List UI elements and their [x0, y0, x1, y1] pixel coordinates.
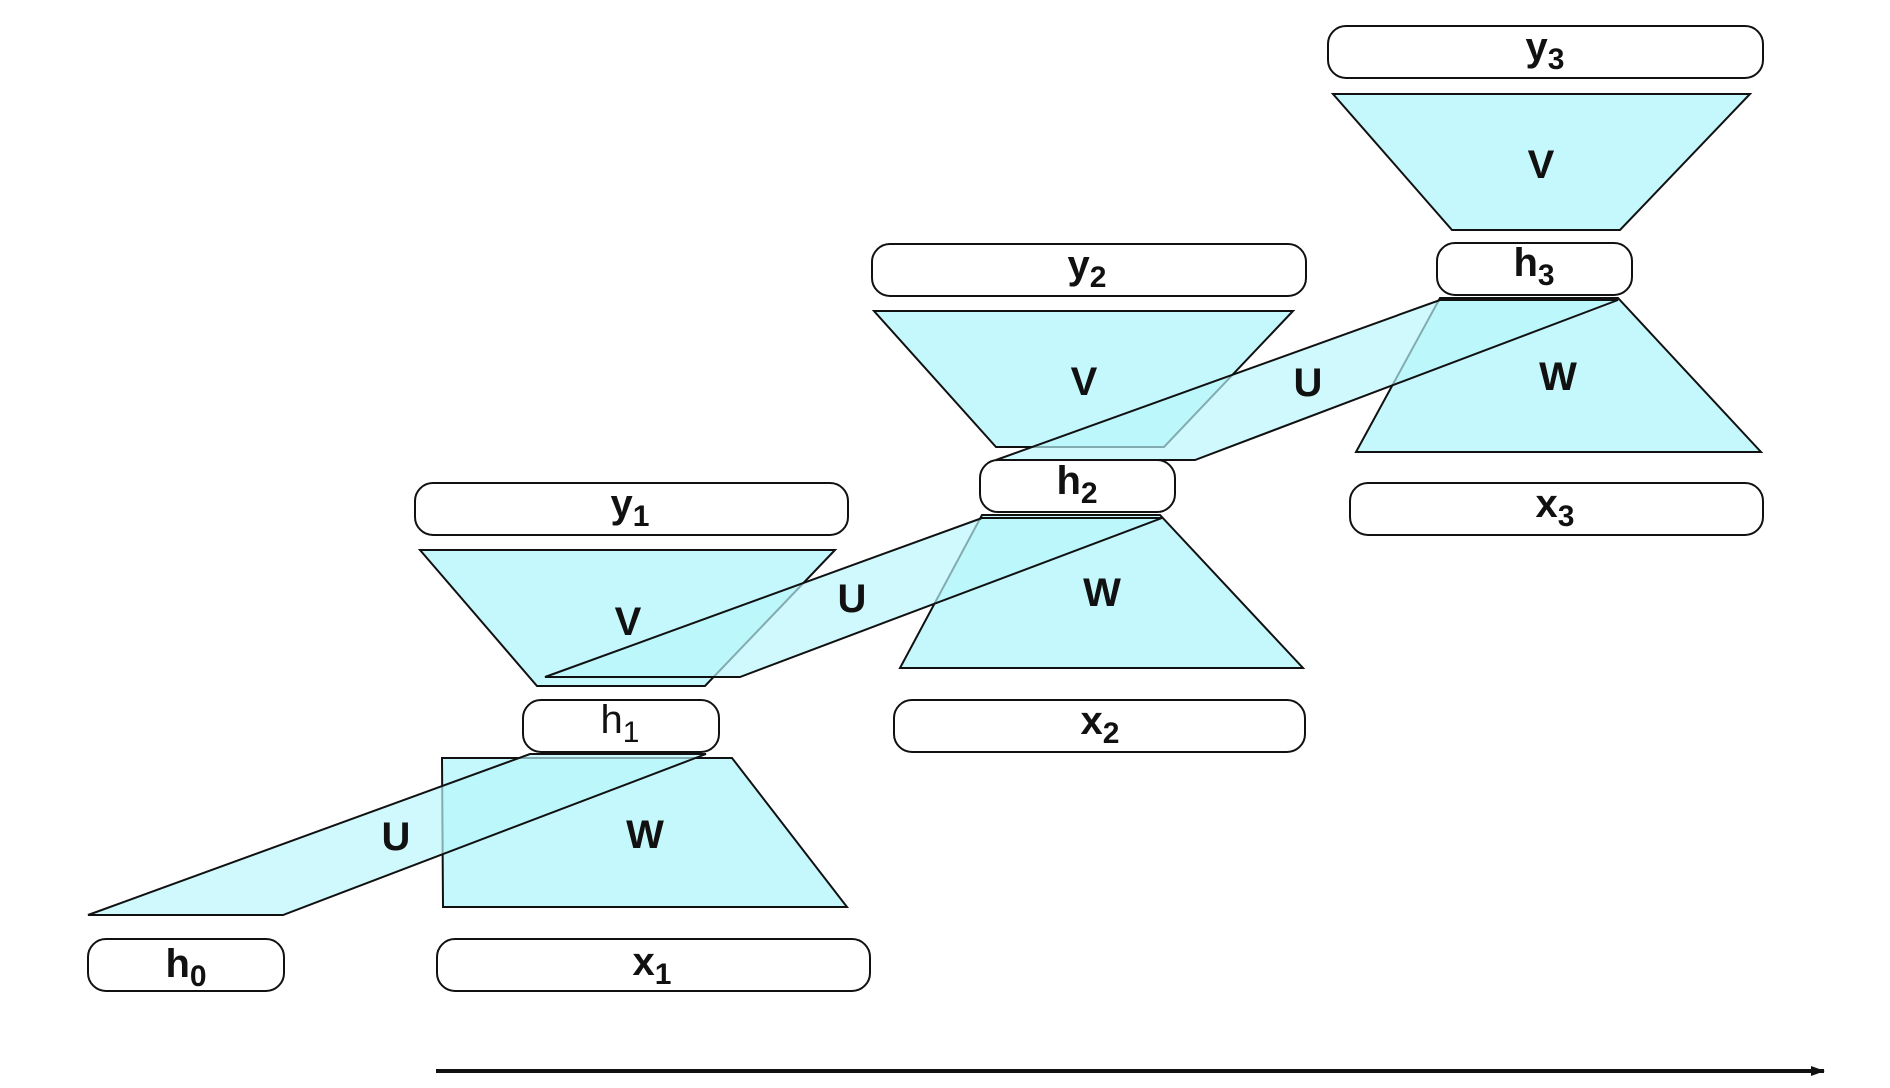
- node-h3: h3: [1436, 241, 1633, 296]
- svg-text:h1: h1: [601, 698, 640, 749]
- u-label-3: U: [1294, 361, 1323, 405]
- svg-text:h0: h0: [165, 942, 206, 993]
- svg-text:y1: y1: [611, 482, 650, 533]
- v-label-3: V: [1528, 143, 1555, 187]
- v-label-2: V: [1071, 360, 1098, 404]
- w-label-1: W: [626, 813, 664, 857]
- svg-text:x1: x1: [633, 940, 672, 991]
- svg-text:h3: h3: [1513, 241, 1554, 292]
- u-parallelogram-2: [544, 517, 1163, 678]
- v-label-1: V: [615, 600, 642, 644]
- w-label-2: W: [1083, 571, 1121, 615]
- svg-text:y2: y2: [1068, 243, 1107, 294]
- svg-text:y3: y3: [1526, 25, 1565, 76]
- node-x3: x3: [1349, 482, 1764, 536]
- u-label-2: U: [838, 577, 867, 621]
- node-y1: y1: [414, 482, 849, 536]
- u-parallelogram-1: [87, 753, 707, 916]
- node-x2: x2: [893, 699, 1306, 753]
- svg-text:x3: x3: [1536, 482, 1575, 533]
- node-y3: y3: [1327, 25, 1764, 79]
- svg-text:x2: x2: [1081, 699, 1120, 750]
- node-y2: y2: [871, 243, 1307, 297]
- svg-text:h2: h2: [1056, 459, 1097, 510]
- node-h2: h2: [979, 459, 1176, 513]
- w-label-3: W: [1539, 355, 1577, 399]
- v-trapezoid-3: [1330, 93, 1753, 231]
- u-label-1: U: [382, 815, 411, 859]
- node-h1: h1: [522, 698, 720, 753]
- node-x1: x1: [436, 938, 871, 992]
- node-h0: h0: [87, 938, 285, 993]
